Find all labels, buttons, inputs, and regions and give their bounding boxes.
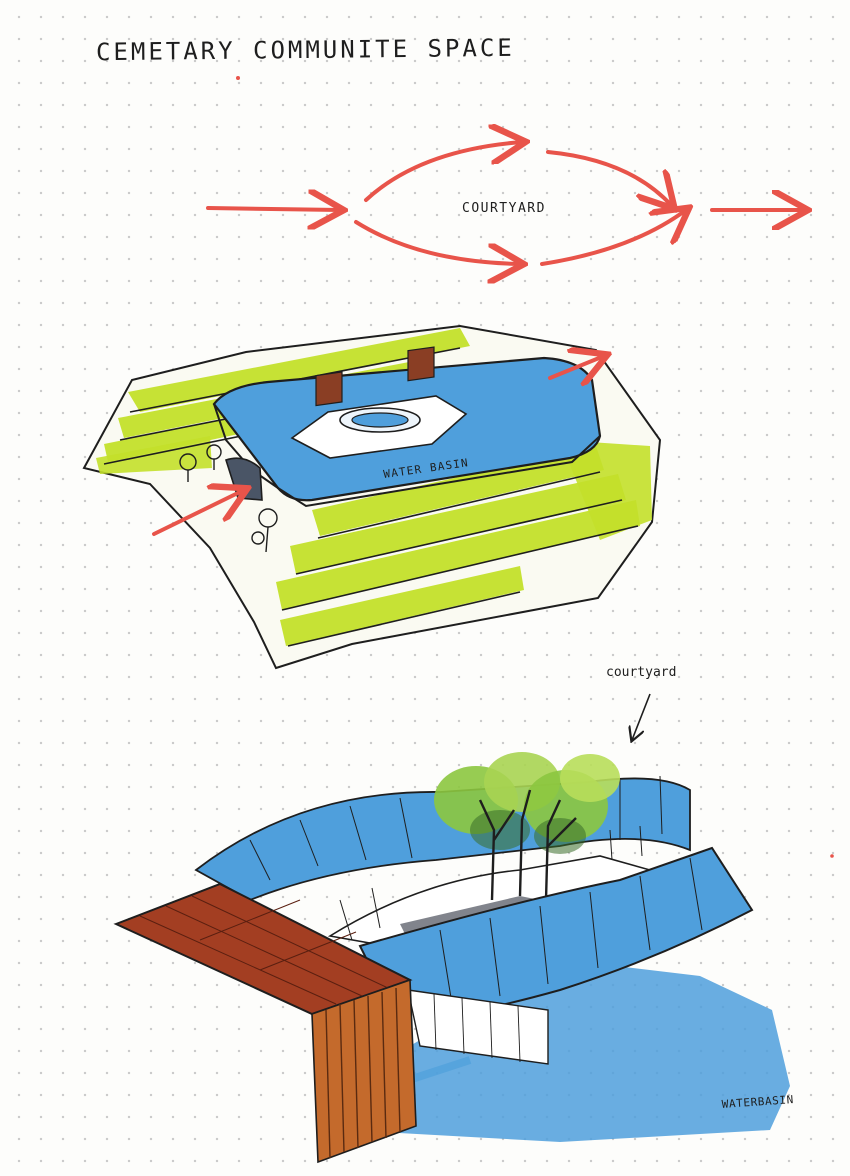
water-label: WATERBASIN bbox=[721, 1093, 794, 1111]
axonometric-sketch: WATER BASIN bbox=[82, 324, 662, 670]
courtyard-trees bbox=[434, 752, 620, 901]
slab-front-edge bbox=[277, 435, 601, 508]
glass-facade bbox=[407, 989, 549, 1065]
canopy-front-ribs bbox=[439, 857, 703, 1005]
flow-arrow-in bbox=[206, 208, 340, 210]
flow-arrow-lower-right bbox=[540, 210, 686, 266]
roof-lines bbox=[139, 895, 389, 1005]
small-trees bbox=[179, 444, 278, 553]
flow-label: COURTYARD bbox=[462, 201, 546, 216]
courtyard-wall-lines bbox=[339, 825, 643, 941]
wood-slat-wall bbox=[311, 978, 417, 1164]
perspective-sketch: courtyard bbox=[113, 665, 794, 1164]
courtyard-pointer bbox=[632, 693, 651, 740]
glass-facade-mullions bbox=[433, 993, 521, 1063]
flow-arrow-upper-left bbox=[364, 142, 522, 202]
grass-terraces-right bbox=[276, 440, 652, 646]
stray-red-mark bbox=[830, 854, 834, 858]
courtyard-label: courtyard bbox=[606, 665, 676, 680]
stray-red-dot bbox=[236, 76, 240, 80]
water-ground bbox=[352, 964, 790, 1142]
entry-arrow bbox=[152, 490, 244, 536]
flow-arrow-upper-right bbox=[546, 150, 672, 206]
flow-arrow-lower-left bbox=[354, 220, 520, 264]
canopy-back-ribs bbox=[249, 775, 663, 881]
wood-slats bbox=[325, 987, 401, 1159]
courtyard-building bbox=[290, 346, 468, 459]
flow-diagram: COURTYARD bbox=[206, 142, 804, 266]
exit-arrow bbox=[548, 356, 604, 378]
